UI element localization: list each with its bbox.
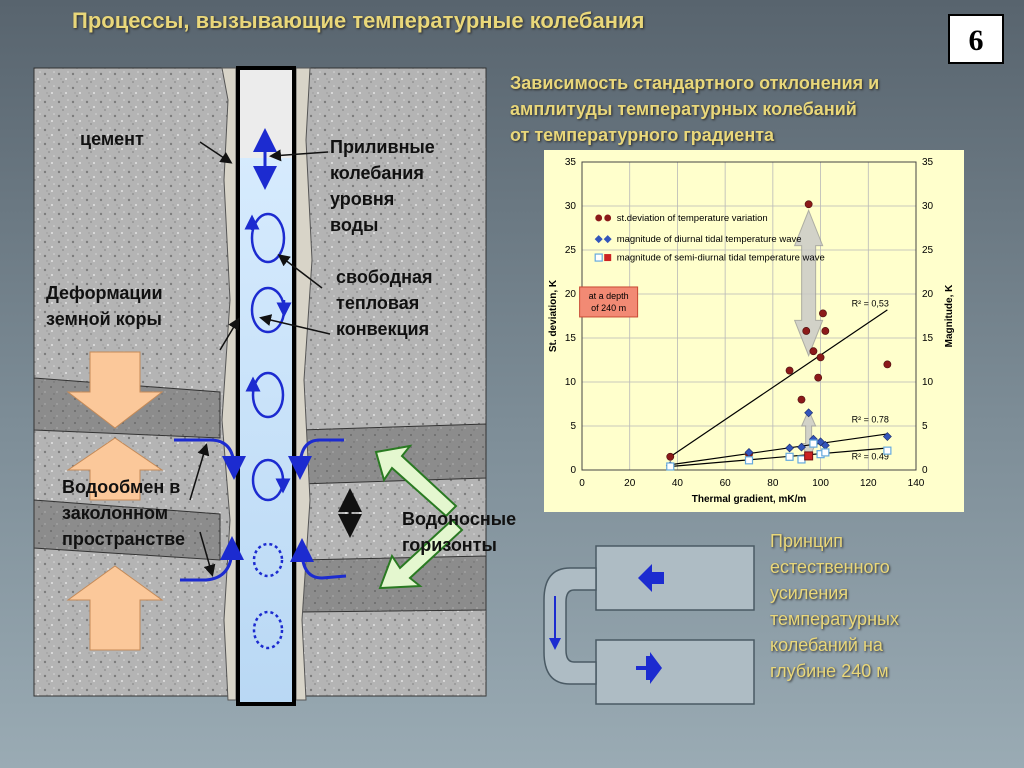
- arrow-right-icon: [636, 652, 662, 684]
- data-point-diurnal: [882, 432, 892, 441]
- y-tick-label-right: 5: [922, 421, 928, 432]
- data-point-diurnal: [785, 443, 794, 453]
- trendline-label: R² = 0,53: [852, 298, 889, 308]
- y-tick-label-right: 35: [922, 157, 934, 168]
- x-tick-label: 80: [767, 478, 779, 489]
- x-axis-label: Thermal gradient, mK/m: [692, 494, 807, 505]
- data-point-std: [814, 373, 823, 382]
- data-point-semidiurnal: [744, 456, 754, 465]
- label-aquifers: Водоносные горизонты: [402, 509, 517, 555]
- legend-marker-diurnal: [594, 235, 603, 244]
- data-point-diurnal: [797, 442, 806, 452]
- label-cement: цемент: [80, 129, 144, 149]
- data-point-std: [816, 353, 825, 362]
- x-tick-label: 20: [624, 478, 636, 489]
- data-point-std: [666, 452, 675, 461]
- gray-double-arrow: [793, 209, 824, 357]
- data-point-diurnal: [804, 408, 814, 418]
- label-exchange: Водообмен в заколонном пространстве: [62, 477, 185, 549]
- y-tick-label-left: 25: [565, 245, 577, 256]
- data-point-std: [821, 327, 830, 335]
- y-tick-label-right: 25: [922, 245, 934, 256]
- principle-text: Принцип естественного усиления температу…: [770, 531, 899, 681]
- x-tick-label: 100: [812, 478, 829, 489]
- annotation-line: at a depth: [589, 291, 629, 301]
- data-point-semidiurnal: [883, 446, 892, 455]
- x-tick-label: 60: [720, 478, 732, 489]
- legend-marker-semidiurnal: [594, 253, 603, 262]
- y-tick-label-right: 15: [922, 333, 934, 344]
- x-tick-label: 120: [860, 478, 877, 489]
- y-axis-label-right: Magnitude, K: [944, 284, 955, 348]
- annotation-line: of 240 m: [591, 303, 626, 313]
- legend-entry: st.deviation of temperature variation: [617, 213, 768, 224]
- y-tick-label-left: 10: [565, 377, 577, 388]
- label-tidal: Приливные колебания уровня воды: [330, 137, 435, 235]
- amplification-schematic: [543, 545, 755, 705]
- x-tick-label: 40: [672, 478, 684, 489]
- y-tick-label-left: 30: [565, 201, 577, 212]
- x-tick-label: 0: [579, 478, 585, 489]
- trendline-label: R² = 0.49: [852, 451, 889, 461]
- annotation-box: [579, 286, 639, 318]
- y-tick-label-left: 15: [565, 333, 577, 344]
- data-point-std: [802, 327, 811, 335]
- label-deformation: Деформации земной коры: [46, 283, 163, 329]
- slide-number: 6: [948, 14, 1004, 64]
- data-point-semidiurnal: [797, 455, 806, 464]
- y-tick-label-left: 20: [565, 289, 577, 300]
- data-point-std: [883, 360, 892, 369]
- data-point-std: [797, 395, 806, 404]
- trendline: [670, 447, 888, 468]
- data-point-highlight: [804, 451, 814, 461]
- legend-entry: magnitude of semi-diurnal tidal temperat…: [617, 253, 825, 264]
- legend-marker-diurnal: [603, 235, 612, 244]
- y-tick-label-left: 5: [570, 421, 576, 432]
- data-point-semidiurnal: [821, 448, 830, 457]
- data-point-std: [809, 347, 818, 356]
- legend-marker-std: [595, 214, 603, 222]
- trendline: [670, 433, 888, 466]
- slide-title: Процессы, вызывающие температурные колеб…: [72, 8, 645, 33]
- legend-marker-std: [604, 214, 612, 222]
- data-point-semidiurnal: [785, 452, 794, 461]
- trendline: [669, 309, 888, 458]
- y-tick-label-right: 0: [922, 465, 928, 476]
- trendline-label: R² = 0.78: [852, 414, 889, 424]
- y-tick-label-left: 35: [565, 157, 577, 168]
- data-point-std: [785, 366, 794, 375]
- y-tick-label-left: 0: [570, 465, 576, 476]
- y-tick-label-right: 10: [922, 377, 934, 388]
- y-axis-label-left: St. deviation, K: [548, 279, 559, 352]
- borehole-diagram: [33, 66, 487, 706]
- y-tick-label-right: 20: [922, 289, 934, 300]
- x-tick-label: 140: [908, 478, 925, 489]
- data-point-semidiurnal: [809, 439, 818, 448]
- y-tick-label-right: 30: [922, 201, 934, 212]
- legend-marker-semidiurnal: [604, 254, 612, 262]
- legend-entry: magnitude of diurnal tidal temperature w…: [617, 234, 802, 245]
- chart-heading: Зависимость стандартного отклонения и ам…: [510, 73, 880, 145]
- label-convection: свободная тепловая конвекция: [336, 267, 433, 339]
- data-point-std: [819, 309, 827, 318]
- data-point-std: [804, 200, 813, 209]
- data-point-semidiurnal: [666, 462, 675, 471]
